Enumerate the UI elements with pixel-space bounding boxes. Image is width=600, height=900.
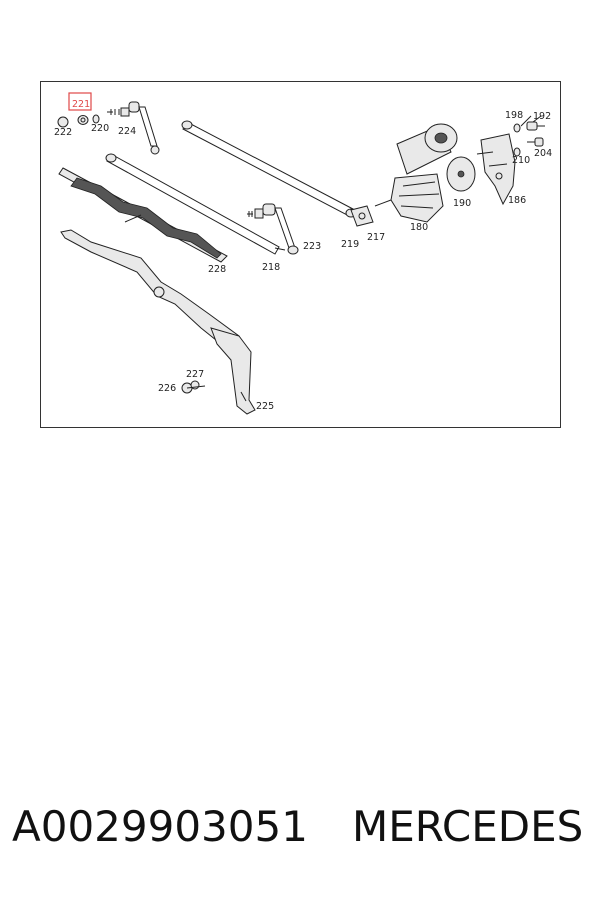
callout-224[interactable]: 224 [118,126,136,137]
part-217-gasket [350,205,374,227]
part-221-washer-hole [80,117,86,123]
part-210-washer [513,147,521,157]
callout-221[interactable]: 221 [72,99,90,110]
callout-220[interactable]: 220 [91,123,109,134]
callout-227[interactable]: 227 [186,369,204,380]
parts-diagram: 221 222 220 224 198 192 210 204 186 190 … [54,92,552,415]
part-198-washer [513,123,521,133]
callout-225[interactable]: 225 [256,401,274,412]
part-180-wiper-motor [374,123,458,223]
part-228-wiper-blade [58,167,228,263]
brand-name: MERCEDES [352,802,584,851]
leader-lines [186,115,542,402]
part-224-crank [107,101,160,155]
callout-222[interactable]: 222 [54,127,72,138]
part-220-ring [92,114,100,124]
callout-204[interactable]: 204 [534,148,552,159]
part-225-wiper-arm [60,229,256,415]
callout-192[interactable]: 192 [533,111,551,122]
part-number: A0029903051 [12,802,308,851]
callout-180[interactable]: 180 [410,222,428,233]
part-186-bracket [476,133,516,206]
callout-223[interactable]: 223 [303,241,321,252]
part-219-rod [181,120,357,218]
callout-226[interactable]: 226 [158,383,176,394]
footer: A0029903051 MERCEDES [12,802,592,862]
parts-diagram-frame: 221 222 220 224 198 192 210 204 186 190 … [40,81,561,428]
part-192-bolt [526,121,545,131]
callout-186[interactable]: 186 [508,195,526,206]
part-221-washer [77,115,89,125]
callout-228[interactable]: 228 [208,264,226,275]
part-204-bolt [527,137,544,147]
callout-198[interactable]: 198 [505,110,523,121]
part-222-nut [57,116,69,128]
highlight-box-221 [68,92,92,111]
part-223-crank [247,203,299,255]
callout-190[interactable]: 190 [453,198,471,209]
callout-219[interactable]: 219 [341,239,359,250]
part-218-rod [105,153,286,255]
callout-218[interactable]: 218 [262,262,280,273]
callout-210[interactable]: 210 [512,155,530,166]
callout-217[interactable]: 217 [367,232,385,243]
part-190-disc [446,156,476,192]
